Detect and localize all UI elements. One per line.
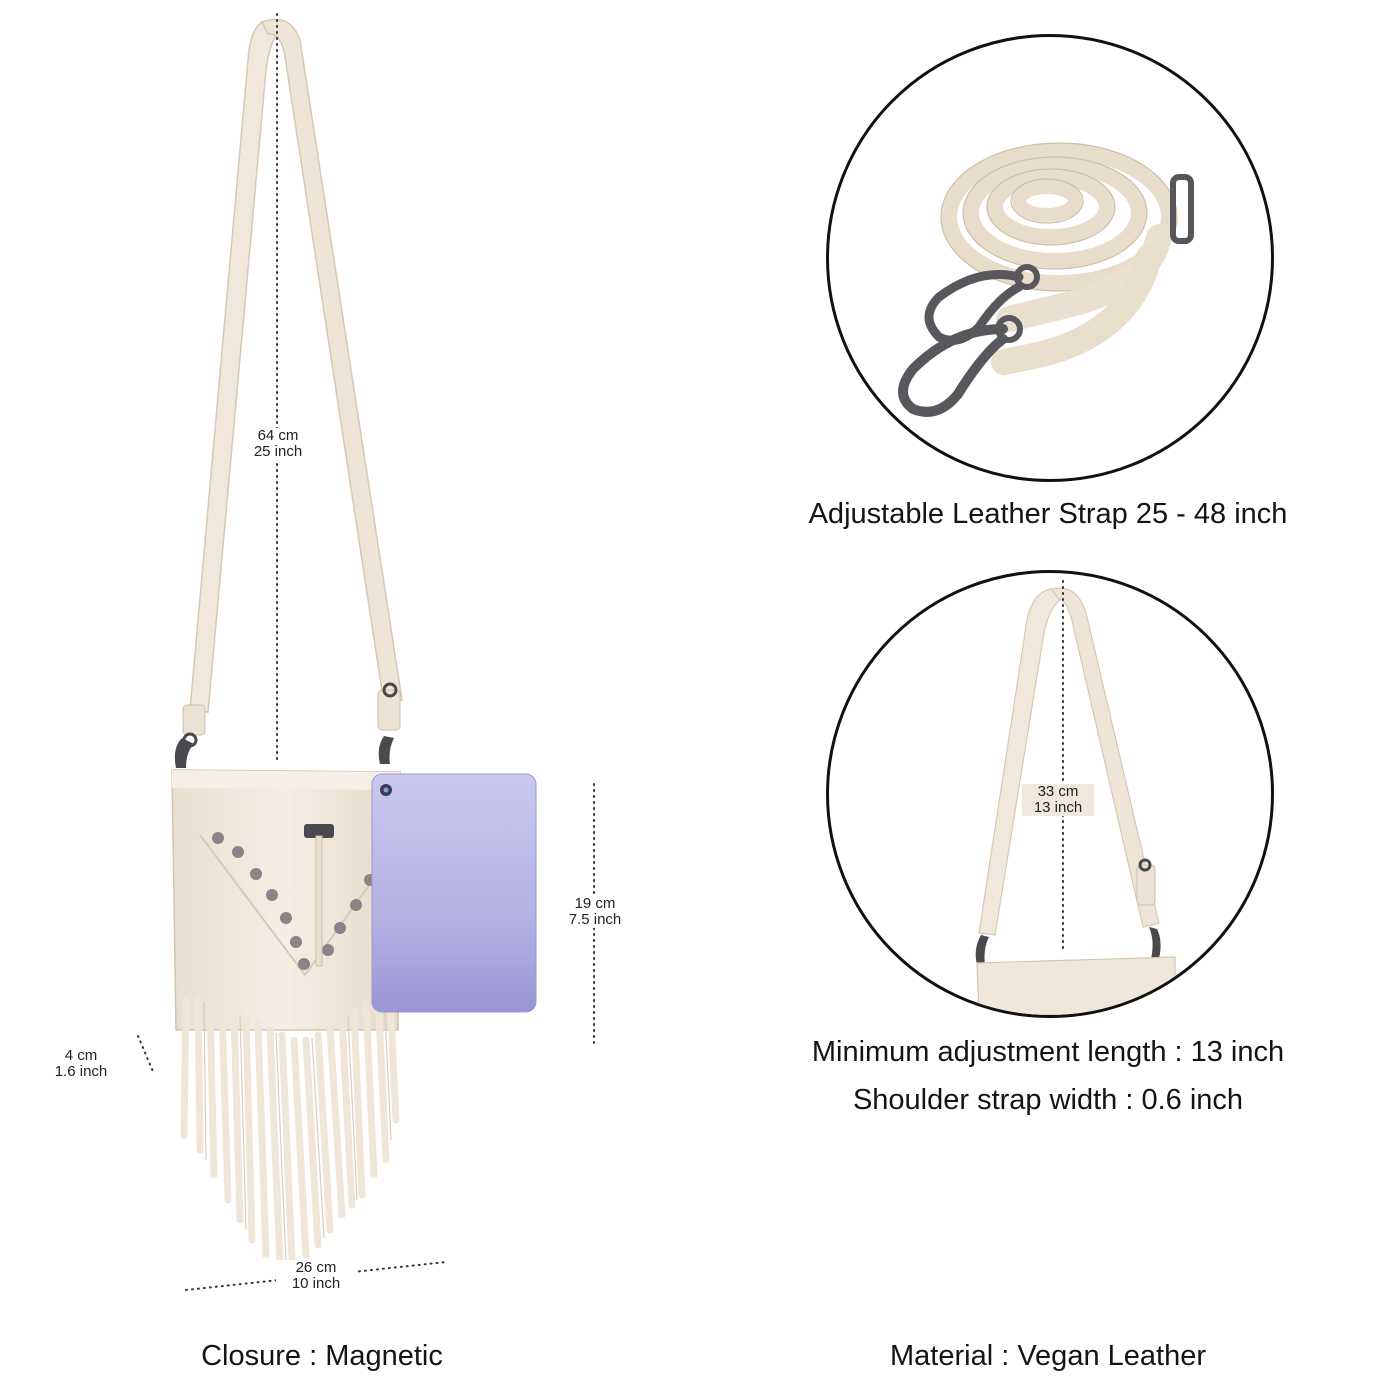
- strap-length-inch: 25 inch: [253, 443, 303, 460]
- material-caption: Material : Vegan Leather: [890, 1340, 1206, 1372]
- fringe-shadow: [203, 992, 392, 1263]
- strap-caption: Adjustable Leather Strap 25 - 48 inch: [808, 498, 1288, 530]
- width-inch: 10 inch: [291, 1275, 341, 1292]
- closure-caption: Closure : Magnetic: [201, 1340, 443, 1372]
- strap-length-cm: 64 cm: [257, 427, 299, 444]
- min-length-caption: Minimum adjustment length : 13 inch: [811, 1036, 1285, 1068]
- swivel-clasp-2-icon: [898, 315, 1023, 417]
- depth-line: [137, 1035, 155, 1075]
- stud-row: [212, 832, 376, 970]
- clip-left-icon: [174, 704, 206, 768]
- width-line: [185, 1261, 447, 1291]
- height-label: 19 cm 7.5 inch: [550, 896, 640, 928]
- coiled-strap-image: [898, 142, 1194, 417]
- depth-label: 4 cm 1.6 inch: [38, 1048, 124, 1080]
- height-cm: 19 cm: [574, 895, 616, 912]
- height-inch: 7.5 inch: [568, 911, 622, 928]
- width-label: 26 cm 10 inch: [276, 1260, 356, 1292]
- short-strap-image: [975, 580, 1176, 1015]
- strap-detail-circle: [826, 34, 1274, 482]
- shoulder-strap: [189, 18, 403, 713]
- tablet-size-reference: [371, 773, 537, 1013]
- depth-inch: 1.6 inch: [54, 1063, 108, 1080]
- strap-width-caption: Shoulder strap width : 0.6 inch: [852, 1084, 1244, 1116]
- buckle-icon: [1170, 174, 1194, 244]
- short-strap-label: 33 cm 13 inch: [1022, 784, 1094, 816]
- short-strap-cm: 33 cm: [1037, 783, 1079, 800]
- short-strap-inch: 13 inch: [1033, 799, 1083, 816]
- clip-right-icon: [377, 682, 401, 764]
- strap-length-label: 64 cm 25 inch: [238, 428, 318, 460]
- swivel-clasp-icon: [924, 264, 1040, 345]
- bag-illustration: [137, 13, 595, 1291]
- strap-clip-icon: [975, 858, 1161, 965]
- width-cm: 26 cm: [295, 1259, 337, 1276]
- bag-body: [171, 769, 401, 1031]
- magnetic-clasp-icon: [304, 824, 334, 838]
- depth-cm: 4 cm: [64, 1047, 98, 1064]
- fringe: [180, 986, 400, 1269]
